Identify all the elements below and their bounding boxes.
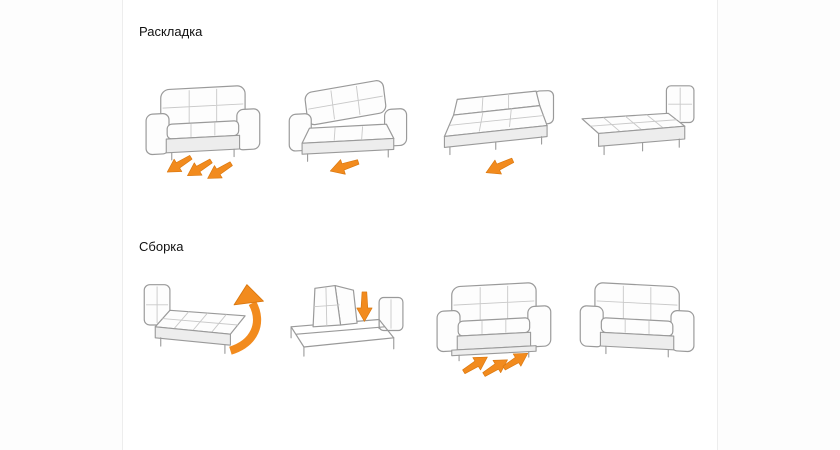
illustration-sofa-closed-pull-seat — [145, 85, 261, 183]
lift-arrow-icon — [228, 284, 264, 355]
illustration-seat-platform-extended — [288, 80, 408, 179]
unfold-step-1 — [131, 73, 273, 183]
direction-arrow-icon — [482, 152, 517, 181]
illustration-push-seat-back-in — [436, 282, 552, 380]
illustration-fold-mattress-down — [290, 284, 404, 357]
section-folding: Сборка — [131, 239, 709, 380]
content-sheet: Раскладка — [122, 0, 718, 450]
unfold-step-2 — [276, 73, 418, 183]
fold-step-3 — [422, 270, 564, 380]
section-unfolding: Раскладка — [131, 24, 709, 183]
illustration-bed-fully-unfolded — [581, 85, 695, 156]
illustration-lift-bed-edge — [143, 284, 264, 355]
unfold-step-3 — [422, 73, 564, 183]
section-title-unfolding: Раскладка — [139, 24, 203, 39]
direction-arrow-icon — [356, 291, 373, 322]
unfold-step-4 — [567, 73, 709, 183]
illustration-backrest-folding-flat — [443, 90, 554, 181]
folding-steps-row — [131, 270, 709, 380]
fold-step-1 — [131, 270, 273, 380]
section-title-folding: Сборка — [139, 239, 184, 254]
unfolding-steps-row — [131, 73, 709, 183]
illustration-sofa-assembled — [579, 282, 695, 358]
direction-arrow-icon — [327, 154, 362, 179]
fold-step-2 — [276, 270, 418, 380]
fold-step-4 — [567, 270, 709, 380]
